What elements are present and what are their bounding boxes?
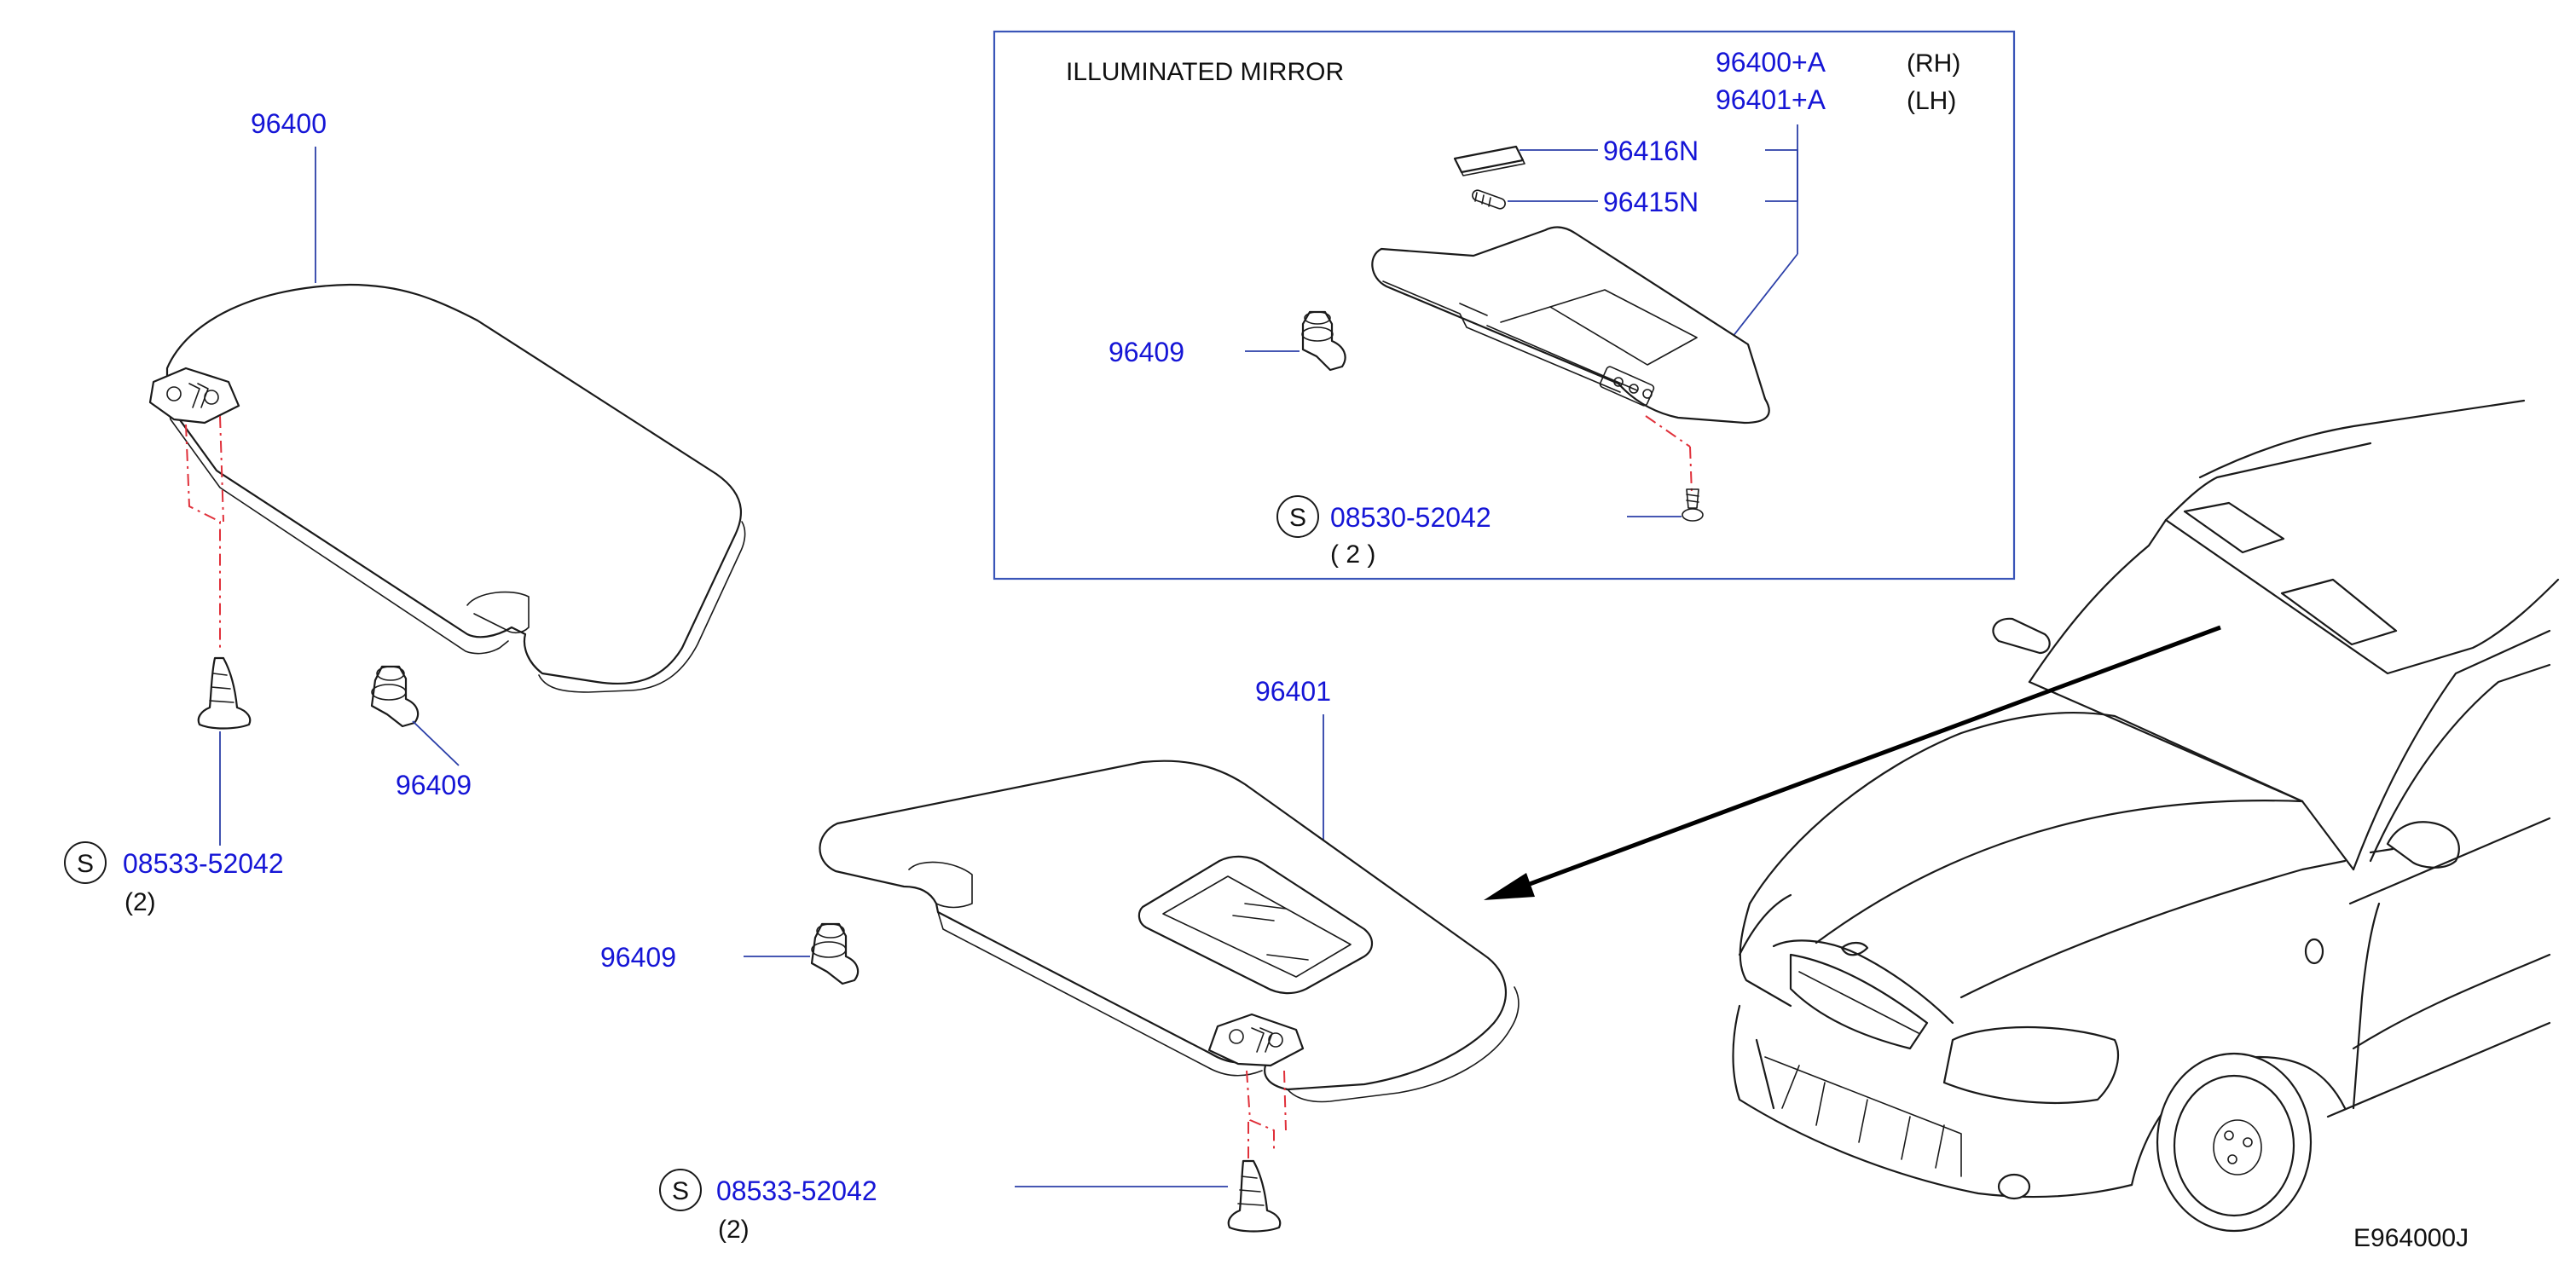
- left-sun-visor: 96400: [148, 108, 746, 693]
- inset-screw-quantity: ( 2 ): [1330, 540, 1375, 569]
- left-holder-clip: [370, 665, 420, 728]
- inset-side-rh: (RH): [1907, 49, 1960, 78]
- lens-part-number: 96416N: [1603, 136, 1699, 166]
- inset-screw-symbol-circle: [1276, 495, 1319, 538]
- inset-border: [993, 30, 2016, 581]
- inset-part-lh: 96401+A: [1716, 84, 1826, 115]
- lens-part: [1453, 145, 1525, 176]
- left-visor-part-number: 96400: [251, 108, 327, 139]
- center-visor-part-number: 96401: [1255, 676, 1331, 707]
- figure-code: E964000J: [2353, 1224, 2469, 1252]
- inset-holder-part-number: 96409: [1109, 337, 1184, 367]
- inset-side-lh: (LH): [1907, 87, 1956, 115]
- left-screw-part-number: 08533-52042: [123, 848, 284, 879]
- inset-screw-part-number: 08530-52042: [1330, 502, 1491, 533]
- illuminated-mirror-inset: ILLUMINATED MIRROR 96400+A (RH) 96401+A …: [993, 30, 2016, 581]
- center-screw-quantity: (2): [718, 1216, 750, 1244]
- left-holder-part-number: 96409: [396, 770, 472, 800]
- inset-holder-clip: [1301, 310, 1346, 372]
- center-screw-symbol-circle: [659, 1169, 702, 1211]
- center-screw-part-number: 08533-52042: [716, 1175, 877, 1206]
- inset-screw: [1682, 488, 1704, 522]
- center-screw: [1227, 1159, 1282, 1233]
- pointer-arrow: [1484, 625, 2221, 900]
- inset-screw-symbol: S: [1289, 504, 1306, 532]
- left-visor-body: [165, 283, 743, 685]
- center-sun-visor: 96401: [819, 676, 1520, 1159]
- bulb-part: [1472, 189, 1506, 210]
- inset-part-rh: 96400+A: [1716, 47, 1826, 78]
- car-illustration: [1732, 399, 2560, 1233]
- center-screw-symbol: S: [672, 1177, 689, 1205]
- left-screw-symbol: S: [77, 850, 94, 878]
- center-holder-part-number: 96409: [600, 942, 676, 973]
- left-screw: [197, 656, 252, 730]
- center-holder-clip: [810, 922, 860, 985]
- illuminated-visor-drawing: [1371, 226, 1770, 425]
- left-screw-quantity: (2): [124, 888, 156, 916]
- inset-title: ILLUMINATED MIRROR: [1066, 58, 1344, 86]
- left-screw-symbol-circle: [64, 841, 107, 884]
- bulb-part-number: 96415N: [1603, 187, 1699, 217]
